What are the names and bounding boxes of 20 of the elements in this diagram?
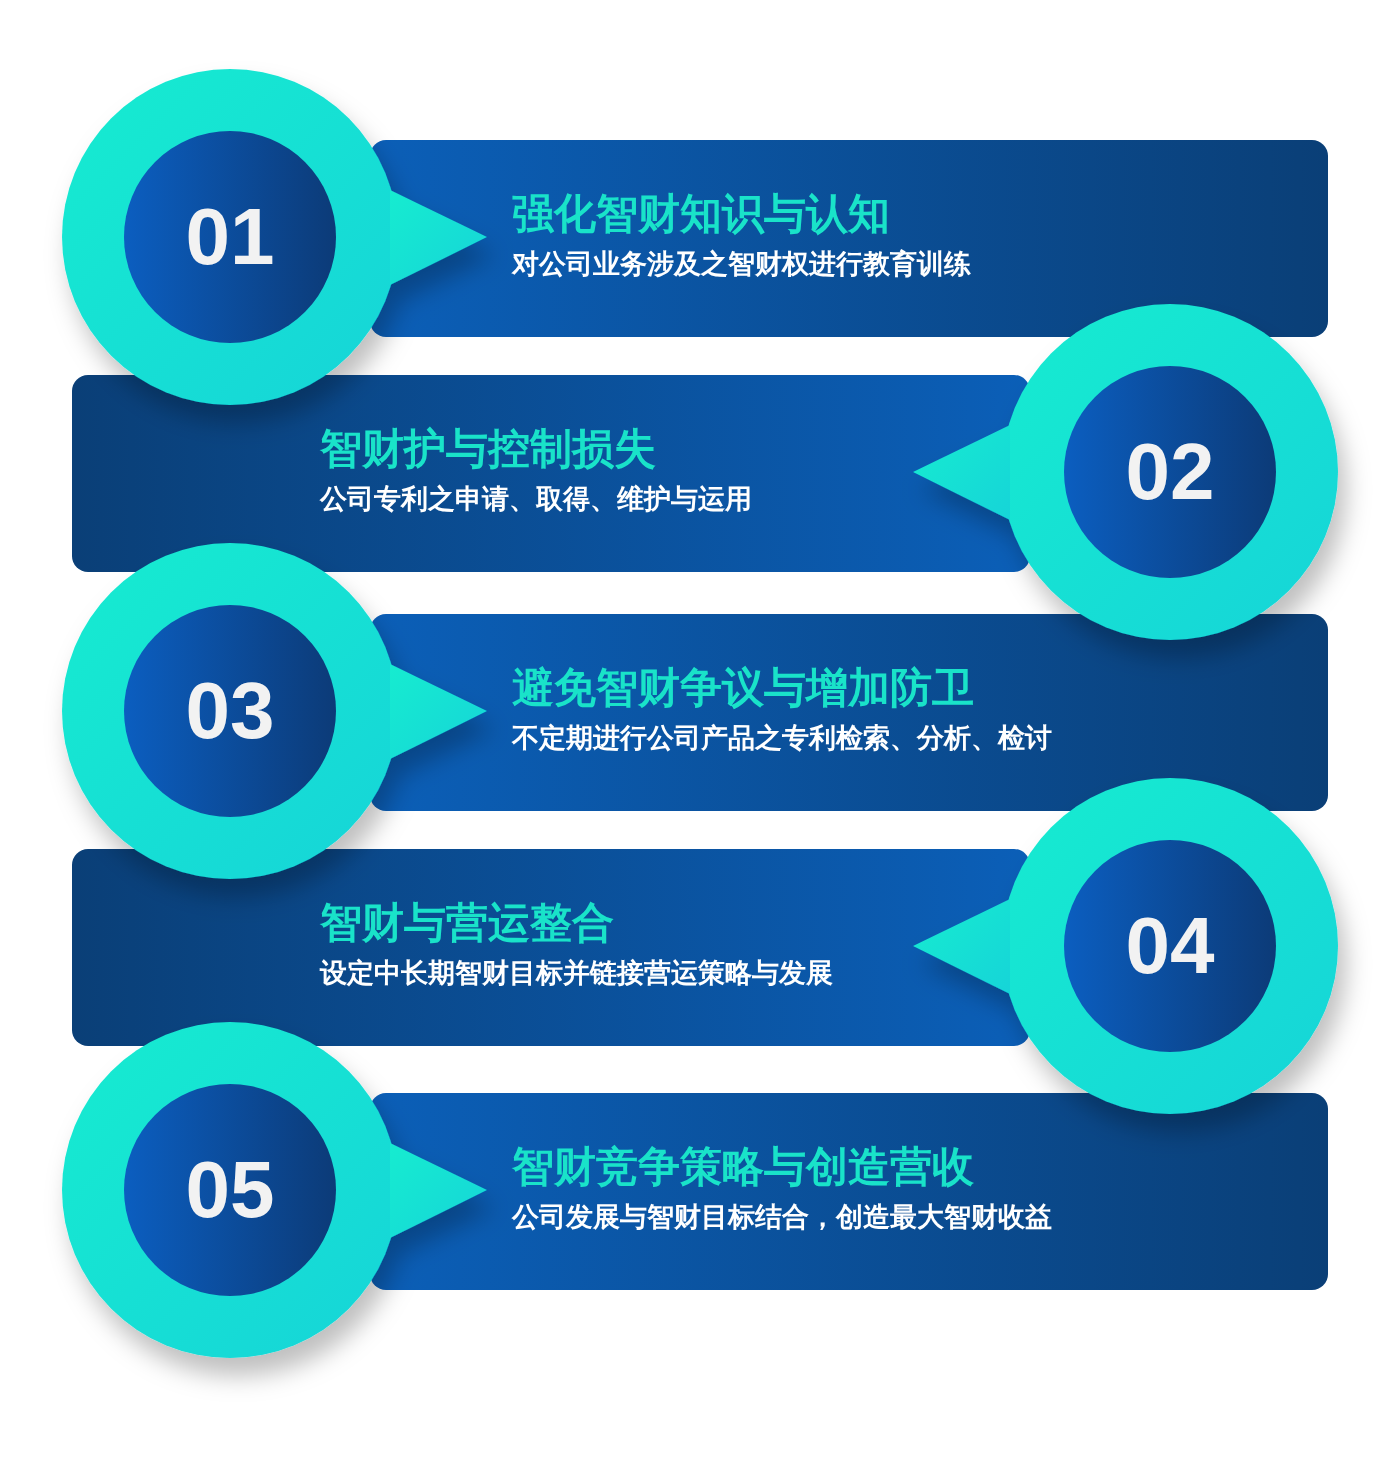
step-title: 强化智财知识与认知 [512, 190, 891, 239]
step-banner [72, 375, 1030, 572]
step-description: 公司专利之申请、取得、维护与运用 [320, 483, 752, 516]
step-number: 01 [184, 191, 276, 283]
step-title: 智财与营运整合 [320, 899, 615, 948]
step-description: 不定期进行公司产品之专利检索、分析、检讨 [512, 722, 1052, 755]
step-banner [370, 140, 1328, 337]
step-description: 设定中长期智财目标并链接营运策略与发展 [320, 957, 833, 990]
step-number: 05 [184, 1144, 276, 1236]
step-description: 公司发展与智财目标结合，创造最大智财收益 [512, 1201, 1052, 1234]
step-description: 对公司业务涉及之智财权进行教育训练 [512, 248, 971, 281]
step-title: 避免智财争议与增加防卫 [512, 664, 975, 713]
step-title: 智财护与控制损失 [320, 425, 657, 474]
step-number: 02 [1124, 426, 1216, 518]
step-banner [370, 614, 1328, 811]
step-number: 03 [184, 665, 276, 757]
step-banner [370, 1093, 1328, 1290]
step-title: 智财竞争策略与创造营收 [512, 1143, 975, 1192]
step-banner [72, 849, 1030, 1046]
step-number: 04 [1124, 900, 1216, 992]
